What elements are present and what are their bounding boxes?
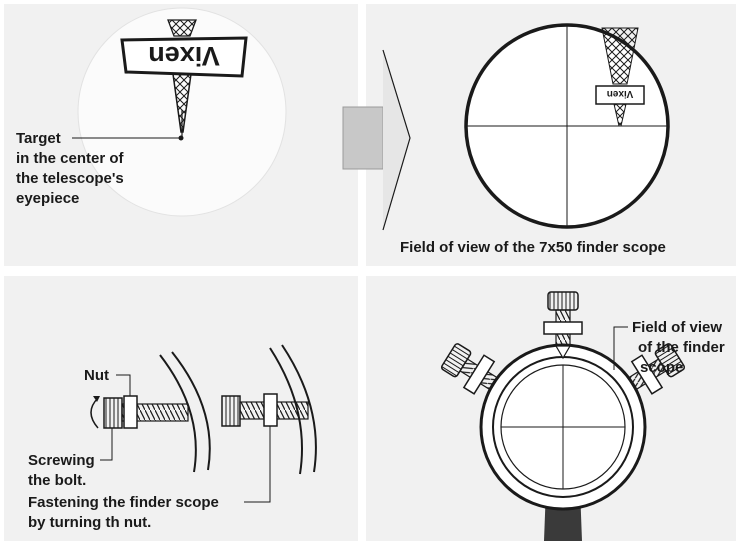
- finder-field-of-view: Vixen Field of view of the 7x50 finder s…: [400, 23, 670, 256]
- nut-label: Nut: [84, 367, 109, 384]
- rotation-arrowhead: [93, 396, 100, 402]
- tube-wall-left-inner: [159, 354, 197, 473]
- sign-text-upside-down: Vixen: [148, 41, 220, 71]
- left-bolt-thread: [121, 403, 189, 422]
- small-sign-text: Vixen: [607, 88, 634, 99]
- finder-caption: Field of view of the 7x50 finder scope: [400, 239, 666, 256]
- left-adjust-screw: [440, 343, 499, 395]
- fov-label: Field of view of the finder scope: [632, 319, 729, 376]
- tube-wall-right-outer: [281, 344, 317, 473]
- target-point: [178, 135, 184, 141]
- left-bolt-head: [103, 397, 123, 429]
- left-nut: [123, 395, 138, 429]
- fastening-leader-line: [244, 426, 271, 503]
- nut-leader-line: [116, 374, 131, 396]
- screwing-label: Screwing the bolt.: [28, 452, 99, 489]
- right-bolt-head: [221, 395, 241, 427]
- bolt-adjustment-illustration: Nut Screwing the bolt. Fastening the fin…: [28, 344, 317, 531]
- screwing-leader-line: [100, 428, 113, 461]
- right-adjust-screw: [627, 343, 686, 395]
- small-tower-top: [601, 27, 639, 85]
- tube-wall-left-outer: [171, 351, 211, 471]
- arrow-shaft: [342, 106, 384, 170]
- arrow-head: [382, 49, 411, 231]
- finder-bracket-illustration: Field of view of the finder scope: [440, 291, 729, 541]
- fov-leader-line: [613, 326, 628, 370]
- transition-arrow: [342, 49, 411, 231]
- eyepiece-view: Vixen Target in the center of the telesc…: [16, 7, 287, 217]
- top-adjust-screw: [543, 291, 583, 360]
- target-label: Target in the center of the telescope's …: [16, 130, 128, 207]
- fastening-label: Fastening the finder scope by turning th…: [28, 494, 223, 531]
- sign-board: [120, 36, 248, 78]
- tower-lattice: [172, 73, 192, 133]
- small-tower-lattice: [613, 103, 627, 127]
- tower-top-lattice: [167, 19, 197, 37]
- right-nut: [263, 393, 278, 427]
